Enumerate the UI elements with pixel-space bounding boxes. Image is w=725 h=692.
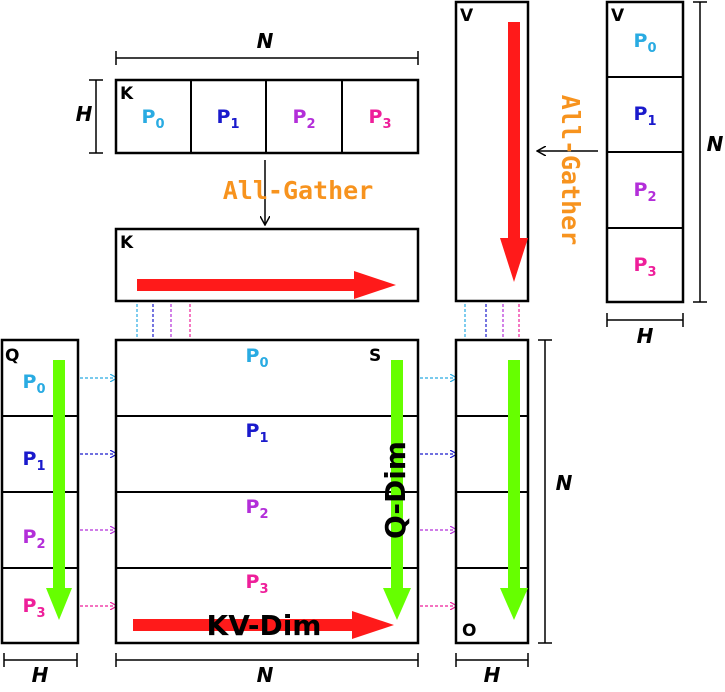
s-n-label: N xyxy=(257,663,274,687)
k-sharded-n-dimension: N xyxy=(115,29,419,65)
q-h-label: H xyxy=(32,663,49,687)
v-gathered-red-arrow xyxy=(500,22,528,282)
k-partition-1: P1 xyxy=(217,106,240,132)
k-gathered-matrix-label: K xyxy=(120,233,134,253)
k-gathered-block: K xyxy=(114,227,420,303)
s-partition-0: P0 xyxy=(246,345,269,371)
k-all-gather-label: All-Gather xyxy=(223,176,374,205)
o-matrix-label: O xyxy=(462,621,476,641)
q-matrix-label: Q xyxy=(5,346,19,366)
k-gathered-red-arrow xyxy=(137,271,396,299)
v-sharded-matrix-label: V xyxy=(611,6,625,26)
o-n-label: N xyxy=(556,471,573,495)
o-n-dimension: N xyxy=(538,339,573,644)
o-block: O N H xyxy=(454,338,573,687)
k-partition-3: P3 xyxy=(369,106,392,132)
k-partition-0: P0 xyxy=(142,106,165,132)
k-sharded-matrix-label: K xyxy=(120,84,134,104)
o-h-dimension: H xyxy=(455,653,529,687)
q-partition-2: P2 xyxy=(23,526,46,552)
q-h-dimension: H xyxy=(3,653,78,687)
s-n-dimension: N xyxy=(115,653,419,687)
s-block: S P0 P1 P2 P3 Q-Dim KV-Dim N xyxy=(114,338,420,687)
k-sharded-block: N H K P0 P1 P2 P3 xyxy=(76,29,420,155)
v-all-gather-label: All-Gather xyxy=(556,95,585,246)
s-matrix-label: S xyxy=(369,346,381,366)
v-sharded-h-dimension: H xyxy=(606,313,684,348)
q-partition-3: P3 xyxy=(23,595,46,621)
q-partition-1: P1 xyxy=(23,448,46,474)
k-sharded-n-label: N xyxy=(257,29,274,53)
v-gathered-block: V xyxy=(454,0,530,303)
k-sharded-h-dimension: H xyxy=(76,79,103,154)
o-h-label: H xyxy=(484,663,501,687)
v-partition-1: P1 xyxy=(634,103,657,129)
o-green-arrow xyxy=(500,360,528,620)
q-to-s-arrows xyxy=(80,378,117,606)
v-partition-0: P0 xyxy=(634,30,657,56)
k-partition-2: P2 xyxy=(293,106,316,132)
s-partition-1: P1 xyxy=(246,420,269,446)
v-sharded-h-label: H xyxy=(637,324,654,348)
s-kv-dim-red-arrow xyxy=(133,611,394,639)
q-dim-label: Q-Dim xyxy=(379,441,412,539)
s-to-o-arrows xyxy=(420,378,457,606)
k-sharded-h-label: H xyxy=(76,102,93,126)
v-partition-2: P2 xyxy=(634,179,657,205)
q-partition-0: P0 xyxy=(23,371,46,397)
s-partition-3: P3 xyxy=(246,571,269,597)
v-partition-3: P3 xyxy=(634,254,657,280)
v-sharded-n-dimension: N xyxy=(693,1,724,303)
q-block: Q P0 P1 P2 P3 H xyxy=(0,338,80,687)
v-sharded-block: V P0 P1 P2 P3 N H xyxy=(605,0,724,348)
v-gathered-matrix-label: V xyxy=(460,6,474,26)
kv-dim-label: KV-Dim xyxy=(207,609,322,642)
q-green-arrow xyxy=(46,360,72,620)
s-partition-2: P2 xyxy=(246,496,269,522)
s-q-dim-green-arrow xyxy=(383,360,411,620)
v-sharded-n-label: N xyxy=(707,132,724,156)
